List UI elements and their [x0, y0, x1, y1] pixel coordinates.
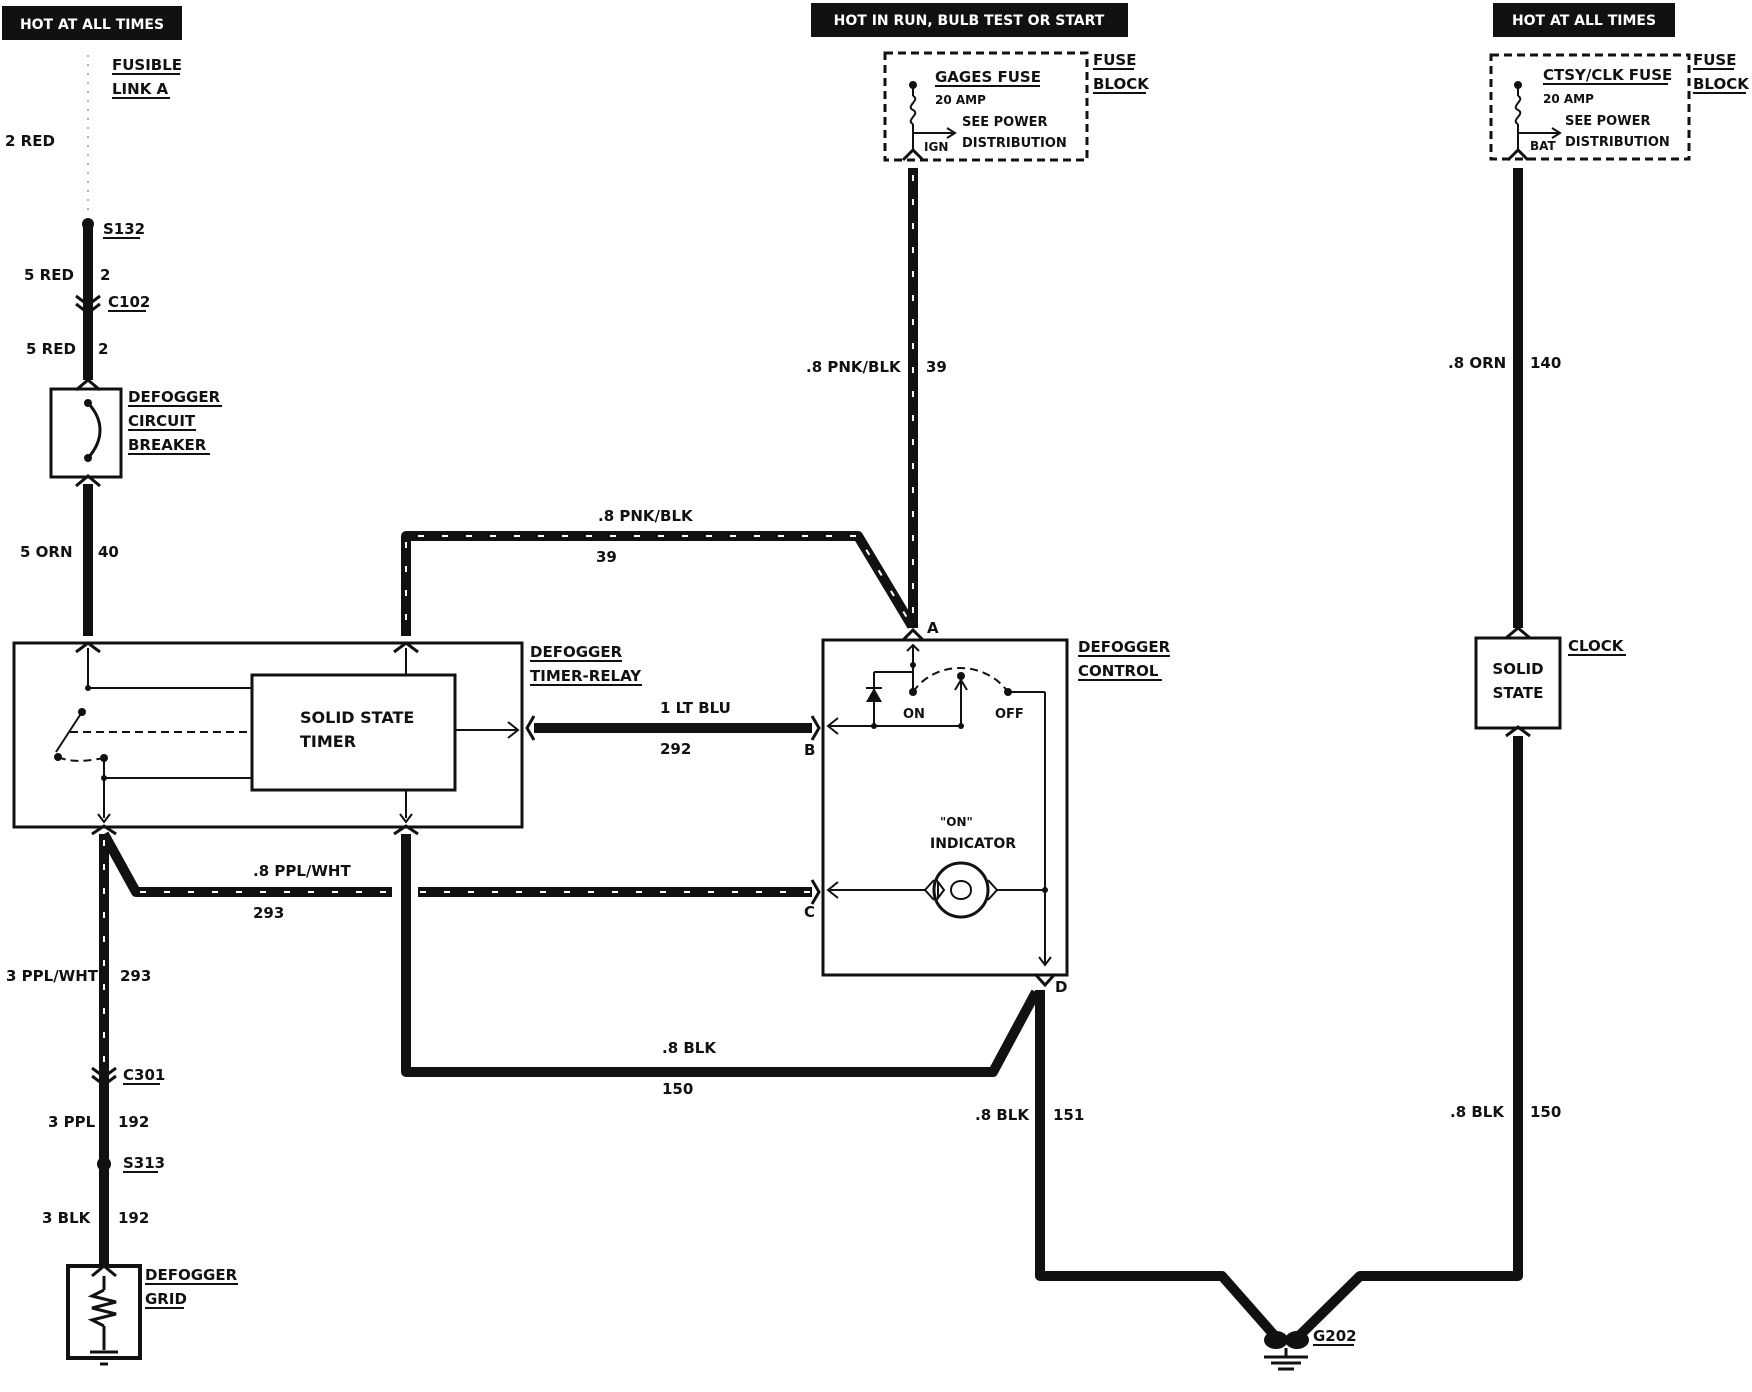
defogger-grid: [66, 1264, 142, 1366]
fusible-link-label-1: FUSIBLE: [112, 56, 182, 74]
banner-center-text: HOT IN RUN, BULB TEST OR START: [834, 13, 1105, 29]
wire-label-151: .8 BLK: [975, 1106, 1030, 1124]
gages-fuse-dist: DISTRIBUTION: [962, 136, 1067, 151]
wire-39-top: [401, 531, 917, 636]
timer-relay-label-2: TIMER-RELAY: [530, 667, 642, 685]
fuse-block-right-label-1: FUSE: [1693, 51, 1736, 69]
wire-label-140: .8 ORN: [1448, 354, 1506, 372]
wire-label-150-horizontal: .8 BLK: [662, 1039, 717, 1057]
wire-151: [1035, 990, 1278, 1339]
wire-num-5red-b: 2: [98, 340, 108, 358]
solid-state-timer-label-2: TIMER: [300, 732, 356, 751]
ctsy-fuse-name: CTSY/CLK FUSE: [1543, 66, 1672, 84]
wire-label-150-right: .8 BLK: [1450, 1103, 1505, 1121]
wire-num-151: 151: [1053, 1106, 1084, 1124]
pin-b-label: B: [804, 741, 815, 759]
indicator-label-1: "ON": [940, 815, 973, 829]
clock-label: CLOCK: [1568, 637, 1625, 655]
splice-s313-dot: [97, 1157, 111, 1171]
ground-g202: [1264, 1331, 1309, 1371]
fuse-block-label-2: BLOCK: [1093, 75, 1150, 93]
wire-293-horizontal-left: [99, 831, 392, 897]
solid-state-timer: [250, 673, 457, 792]
solid-state-timer-label-1: SOLID STATE: [300, 708, 414, 727]
banner-left-text: HOT AT ALL TIMES: [20, 17, 164, 33]
banner-right-text: HOT AT ALL TIMES: [1512, 13, 1656, 29]
pin-c-label: C: [804, 903, 815, 921]
wire-label-192b: 3 BLK: [42, 1209, 92, 1227]
ctsy-clk-fuse-block: [1489, 53, 1691, 162]
wire-label-293-horizontal: .8 PPL/WHT: [253, 862, 351, 880]
wire-num-150-right: 150: [1530, 1103, 1561, 1121]
wire-num-150-horizontal: 150: [662, 1080, 693, 1098]
ctsy-fuse-term: BAT: [1530, 139, 1557, 153]
wire-num-192a: 192: [118, 1113, 149, 1131]
clock-body-label-2: STATE: [1493, 684, 1544, 702]
indicator-label-2: INDICATOR: [930, 836, 1016, 852]
defogger-control-label-1: DEFOGGER: [1078, 638, 1171, 656]
wire-label-5orn: 5 ORN: [20, 543, 73, 561]
wire-num-5orn: 40: [98, 543, 119, 561]
wire-label-39-vertical: .8 PNK/BLK: [806, 358, 902, 376]
ctsy-fuse-dist: DISTRIBUTION: [1565, 135, 1670, 150]
banner-center: HOT IN RUN, BULB TEST OR START: [811, 3, 1128, 37]
wire-label-5red-b: 5 RED: [26, 340, 76, 358]
clock-body-label-1: SOLID: [1492, 660, 1543, 678]
ctsy-fuse-see: SEE POWER: [1565, 114, 1650, 129]
wire-num-293-horizontal: 293: [253, 904, 284, 922]
circuit-breaker-label-3: BREAKER: [128, 436, 207, 454]
defogger-circuit-breaker: [49, 378, 123, 488]
wire-150-right: [1296, 736, 1523, 1339]
wire-label-5red-a: 5 RED: [24, 266, 74, 284]
fuse-block-label-1: FUSE: [1093, 51, 1136, 69]
connector-c301-label: C301: [123, 1066, 165, 1084]
pin-d-label: D: [1055, 978, 1067, 996]
defogger-control-label-2: CONTROL: [1078, 662, 1159, 680]
gages-fuse-amp: 20 AMP: [935, 93, 986, 107]
wire-num-140: 140: [1530, 354, 1561, 372]
wire-num-192b: 192: [118, 1209, 149, 1227]
banner-left: HOT AT ALL TIMES: [2, 6, 182, 40]
switch-on-label: ON: [903, 707, 925, 722]
defogger-control: [821, 627, 1069, 988]
ground-g202-label: G202: [1313, 1327, 1357, 1345]
wire-label-192a: 3 PPL: [48, 1113, 96, 1131]
gages-fuse-term: IGN: [924, 140, 948, 154]
wire-num-292: 292: [660, 740, 691, 758]
circuit-breaker-label-2: CIRCUIT: [128, 412, 196, 430]
wire-label-293-vertical: 3 PPL/WHT: [6, 967, 99, 985]
wire-label-39-top: .8 PNK/BLK: [598, 507, 694, 525]
fusible-link-label-2: LINK A: [112, 80, 169, 98]
connector-c102-label: C102: [108, 293, 150, 311]
ctsy-fuse-amp: 20 AMP: [1543, 92, 1594, 106]
wire-num-39-vertical: 39: [926, 358, 947, 376]
clock-solid-state: [1474, 626, 1562, 738]
defogger-grid-label-2: GRID: [145, 1290, 187, 1308]
gages-fuse-see: SEE POWER: [962, 115, 1047, 130]
timer-relay-label-1: DEFOGGER: [530, 643, 623, 661]
wire-num-5red-a: 2: [100, 266, 110, 284]
switch-off-label: OFF: [995, 707, 1024, 722]
connector-c102-mark: [75, 294, 101, 307]
fuse-block-right-label-2: BLOCK: [1693, 75, 1750, 93]
gages-fuse-name: GAGES FUSE: [935, 68, 1041, 86]
splice-s313-label: S313: [123, 1154, 165, 1172]
wire-label-2red: 2 RED: [5, 132, 55, 150]
wire-150-horizontal: [401, 834, 1041, 1077]
circuit-breaker-label-1: DEFOGGER: [128, 388, 221, 406]
gages-fuse-block: [883, 51, 1089, 162]
pin-a-label: A: [927, 619, 939, 637]
wire-num-293-vertical: 293: [120, 967, 151, 985]
splice-s132-label: S132: [103, 220, 145, 238]
wire-num-39-top: 39: [596, 548, 617, 566]
connector-c301-mark: [91, 1066, 117, 1079]
defogger-grid-label-1: DEFOGGER: [145, 1266, 238, 1284]
banner-right: HOT AT ALL TIMES: [1493, 3, 1675, 37]
wire-label-292: 1 LT BLU: [660, 699, 731, 717]
